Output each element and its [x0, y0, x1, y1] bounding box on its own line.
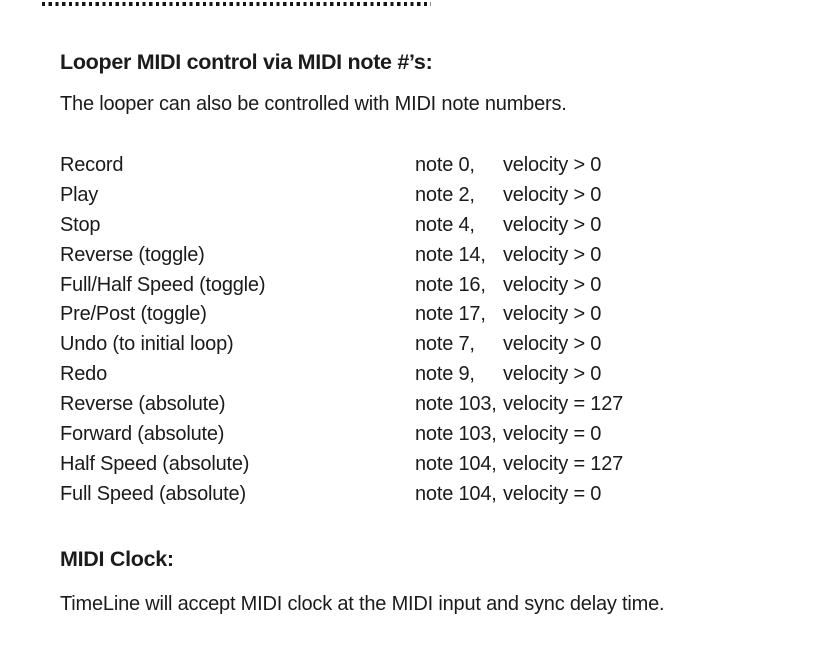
table-row: Forward (absolute) note 103, velocity = 0 — [60, 420, 623, 450]
table-row: Half Speed (absolute) note 104, velocity =… — [60, 450, 623, 480]
command-label: Forward (absolute) — [60, 423, 225, 446]
velocity-value: velocity > 0 — [503, 154, 602, 176]
midi-note-table: Record note 0, velocity > 0 Play note 2, velo… — [60, 151, 623, 510]
note-value: note 103, — [415, 423, 497, 446]
table-row: Play note 2, velocity > 0 — [60, 181, 623, 211]
table-row: Undo (to initial loop) note 7, velocity > … — [60, 330, 623, 360]
velocity-value: velocity > 0 — [503, 303, 602, 326]
velocity-value: velocity > 0 — [503, 243, 602, 266]
command-label: Reverse (absolute) — [60, 393, 226, 416]
note-value: note 4, — [415, 213, 475, 236]
note-value: note 104, — [415, 452, 497, 475]
command-label: Full Speed (absolute) — [60, 482, 246, 505]
command-label: Redo — [60, 363, 108, 386]
looper-midi-heading: Looper MIDI control via MIDI note #’s: — [60, 50, 433, 74]
velocity-value: velocity > 0 — [503, 363, 602, 386]
note-value: note 7, — [415, 333, 475, 356]
command-label: Pre/Post (toggle) — [60, 303, 207, 326]
table-row: Redo note 9, velocity > 0 — [60, 360, 623, 390]
note-value: note 103, — [415, 393, 497, 416]
command-label: Undo (to initial loop) — [60, 333, 234, 356]
velocity-value: velocity = 127 — [503, 452, 624, 475]
table-row: Full Speed (absolute) note 104, velocity =… — [60, 480, 623, 510]
note-value: note 16, — [415, 273, 486, 296]
command-label: Stop — [60, 213, 101, 236]
table-row: Pre/Post (toggle) note 17, velocity > 0 — [60, 300, 623, 330]
command-label: Play — [60, 183, 99, 206]
table-row: Record note 0, velocity > 0 — [60, 151, 623, 181]
velocity-value: velocity > 0 — [503, 273, 602, 296]
note-value: note 14, — [415, 243, 486, 266]
note-value: note 0, — [415, 154, 475, 176]
table-row: Reverse (absolute) note 103, velocity = 12… — [60, 390, 623, 420]
note-value: note 17, — [415, 303, 486, 326]
command-label: Full/Half Speed (toggle) — [60, 273, 266, 296]
velocity-value: velocity = 0 — [503, 423, 602, 446]
table-row: Reverse (toggle) note 14, velocity > 0 — [60, 241, 623, 271]
note-value: note 9, — [415, 363, 475, 386]
velocity-value: velocity = 127 — [503, 393, 624, 416]
dotted-divider — [42, 2, 431, 6]
note-value: note 104, — [415, 482, 497, 505]
velocity-value: velocity > 0 — [503, 213, 602, 236]
note-value: note 2, — [415, 183, 475, 206]
table-row: Full/Half Speed (toggle) note 16, velocity… — [60, 271, 623, 301]
command-label: Half Speed (absolute) — [60, 452, 250, 475]
velocity-value: velocity > 0 — [503, 183, 602, 206]
midi-clock-heading: MIDI Clock: — [60, 547, 174, 571]
velocity-value: velocity = 0 — [503, 482, 602, 505]
command-label: Record — [60, 154, 124, 176]
table-row: Stop note 4, velocity > 0 — [60, 211, 623, 241]
midi-clock-description: TimeLine will accept MIDI clock at the M… — [60, 593, 665, 615]
velocity-value: velocity > 0 — [503, 333, 602, 356]
command-label: Reverse (toggle) — [60, 243, 205, 266]
looper-midi-description: The looper can also be controlled with M… — [60, 93, 567, 115]
